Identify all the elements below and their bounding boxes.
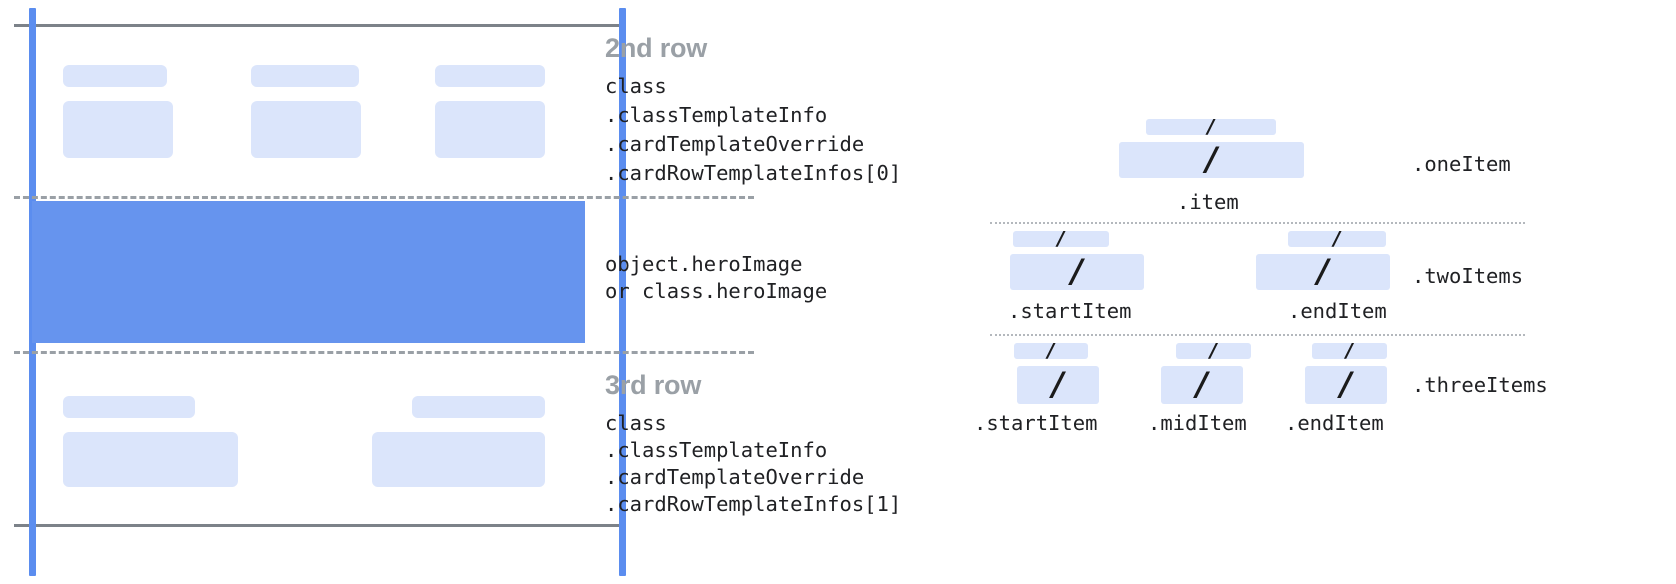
row-separator-top [14,196,754,199]
row3-label-placeholder-1 [63,396,195,418]
group-label-threeitems: .threeItems [1412,373,1548,397]
slash-glyph: / [1333,231,1341,247]
row2-code-line-3: .cardTemplateOverride [605,132,865,156]
group-separator-2 [990,334,1525,336]
twoitems-start-value-chip: / [1010,254,1144,290]
threeitems-end-caption: .endItem [1285,411,1384,435]
row2-label-placeholder-1 [63,65,167,87]
row3-value-placeholder-2 [372,432,545,487]
row3-code-line-4: .cardRowTemplateInfos[1] [605,492,902,516]
twoitems-start-label-chip: / [1013,231,1109,247]
hero-code-line-1: object.heroImage [605,252,803,276]
threeitems-end-value-chip: / [1305,366,1387,404]
oneitem-label-chip: / [1146,119,1276,135]
row3-code-line-1: class [605,411,667,435]
hero-code-line-2: or class.heroImage [605,279,828,303]
hero-image-band [32,201,585,343]
twoitems-end-value-chip: / [1256,254,1390,290]
threeitems-end-label-chip: / [1312,343,1387,359]
row3-code-line-3: .cardTemplateOverride [605,465,865,489]
group-label-twoitems: .twoItems [1412,264,1524,288]
threeitems-mid-caption: .midItem [1148,411,1247,435]
threeitems-mid-value-chip: / [1161,366,1243,404]
slash-glyph: / [1057,231,1065,247]
row3-heading: 3rd row [605,370,702,400]
group-separator-1 [990,222,1525,224]
row2-code-line-4: .cardRowTemplateInfos[0] [605,161,902,185]
card-bottom-rule [14,524,626,527]
slash-glyph: / [1196,366,1208,403]
row2-label-placeholder-3 [435,65,545,87]
slash-glyph: / [1345,343,1354,359]
slash-glyph: / [1209,343,1218,359]
threeitems-mid-label-chip: / [1176,343,1251,359]
card-top-rule [14,24,626,27]
twoitems-start-caption: .startItem [1008,299,1132,323]
row3-value-placeholder-1 [63,432,238,487]
row3-code-line-2: .classTemplateInfo [605,438,828,462]
row2-value-placeholder-3 [435,101,545,158]
slash-glyph: / [1052,366,1064,403]
group-label-oneitem: .oneItem [1412,152,1511,176]
row2-label-placeholder-2 [251,65,359,87]
slash-glyph: / [1205,142,1218,178]
card-right-guide [619,8,626,576]
row2-value-placeholder-1 [63,101,173,158]
slash-glyph: / [1071,254,1083,290]
row2-heading: 2nd row [605,33,708,63]
threeitems-start-label-chip: / [1014,343,1088,359]
row2-code-line-1: class [605,74,667,98]
row-separator-bottom [14,351,754,354]
slash-glyph: / [1207,119,1215,135]
slash-glyph: / [1317,254,1329,290]
threeitems-start-value-chip: / [1017,366,1099,404]
slash-glyph: / [1340,366,1352,403]
twoitems-end-caption: .endItem [1288,299,1387,323]
twoitems-end-label-chip: / [1288,231,1386,247]
threeitems-start-caption: .startItem [974,411,1098,435]
oneitem-item-caption: .item [1177,190,1239,214]
row3-label-placeholder-2 [412,396,545,418]
row2-value-placeholder-2 [251,101,361,158]
row2-code-line-2: .classTemplateInfo [605,103,828,127]
oneitem-value-chip: / [1119,142,1304,178]
slash-glyph: / [1047,343,1055,359]
